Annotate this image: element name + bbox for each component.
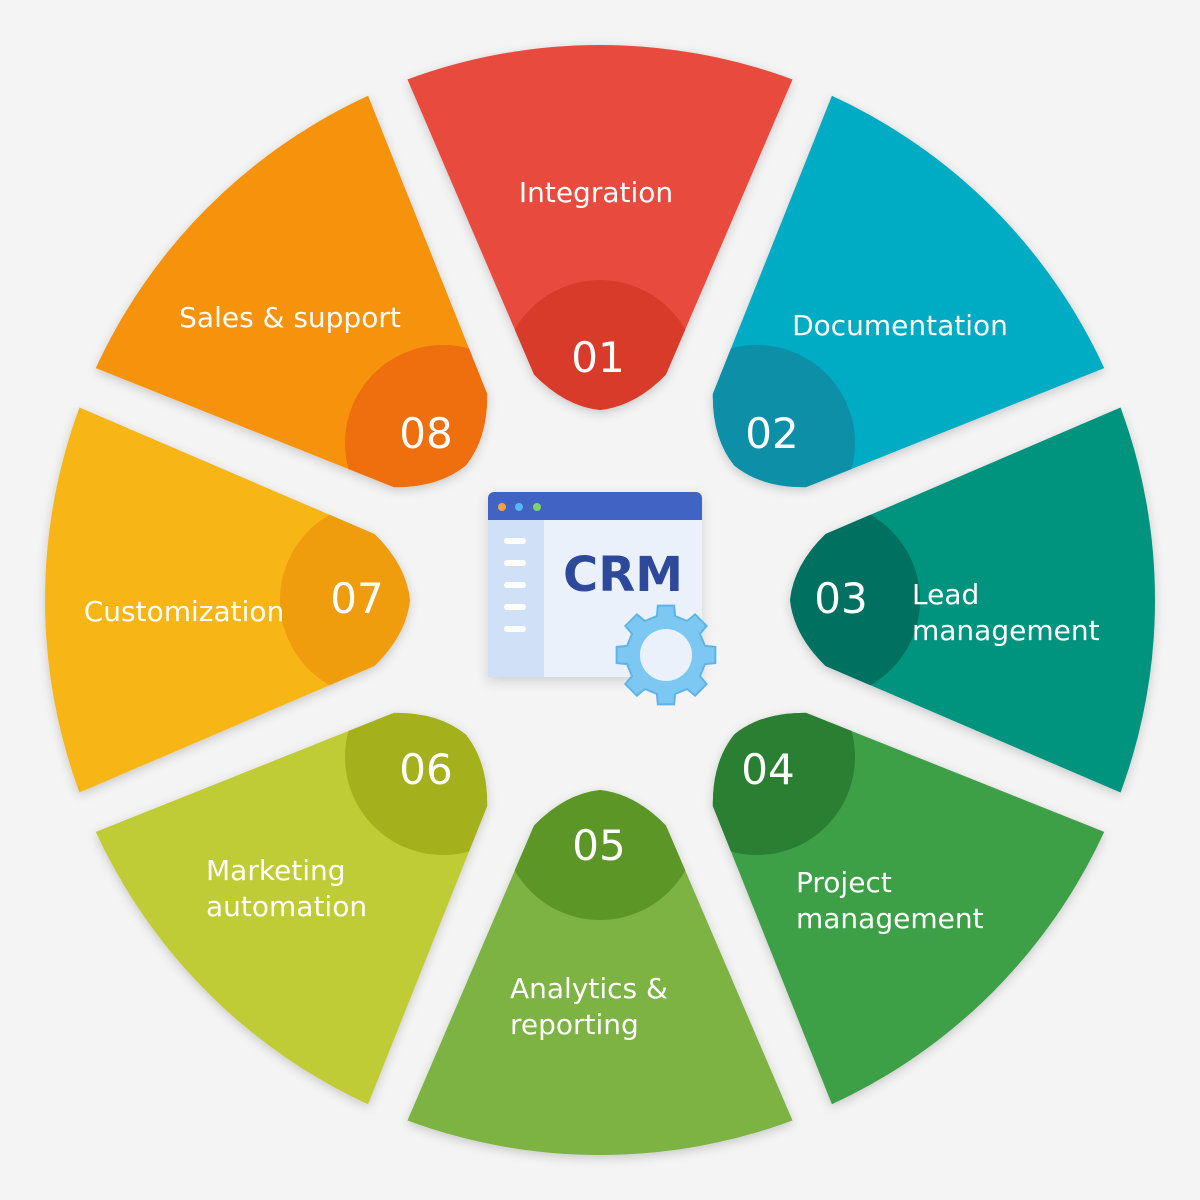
segment-badge <box>712 712 855 855</box>
segment-label: Analytics &reporting <box>510 972 668 1041</box>
segment-number: 02 <box>745 409 798 458</box>
segment-badge <box>280 502 411 698</box>
segment-number: 03 <box>814 574 867 623</box>
segment-number: 06 <box>399 745 452 794</box>
segment-badge <box>345 712 488 855</box>
segment-number: 08 <box>399 409 452 458</box>
segment-04 <box>712 712 1105 1105</box>
segment-body <box>44 407 411 793</box>
segment-body <box>407 44 793 410</box>
segment-body <box>407 790 793 1155</box>
segment-badge <box>502 280 698 410</box>
segment-label: Integration <box>519 176 673 209</box>
segment-05 <box>407 790 793 1155</box>
segment-07 <box>44 407 411 793</box>
segment-badge <box>502 790 698 920</box>
segment-number: 01 <box>571 333 624 382</box>
gear-icon <box>615 604 717 706</box>
segment-body <box>790 407 1155 793</box>
segment-number: 07 <box>330 574 383 623</box>
segment-badge <box>345 345 488 488</box>
segment-label: Sales & support <box>179 301 401 334</box>
segment-03 <box>790 407 1155 793</box>
segment-label: Customization <box>84 595 285 628</box>
segment-badge <box>790 502 920 698</box>
segment-06 <box>95 712 488 1105</box>
segment-02 <box>712 95 1105 488</box>
segment-01 <box>407 44 793 410</box>
segment-number: 05 <box>572 821 625 870</box>
segment-badge <box>712 345 855 488</box>
segment-label: Documentation <box>792 309 1008 342</box>
crm-title: CRM <box>563 547 683 603</box>
segment-number: 04 <box>741 745 794 794</box>
segment-08 <box>95 95 488 488</box>
gear-hole <box>640 629 692 681</box>
